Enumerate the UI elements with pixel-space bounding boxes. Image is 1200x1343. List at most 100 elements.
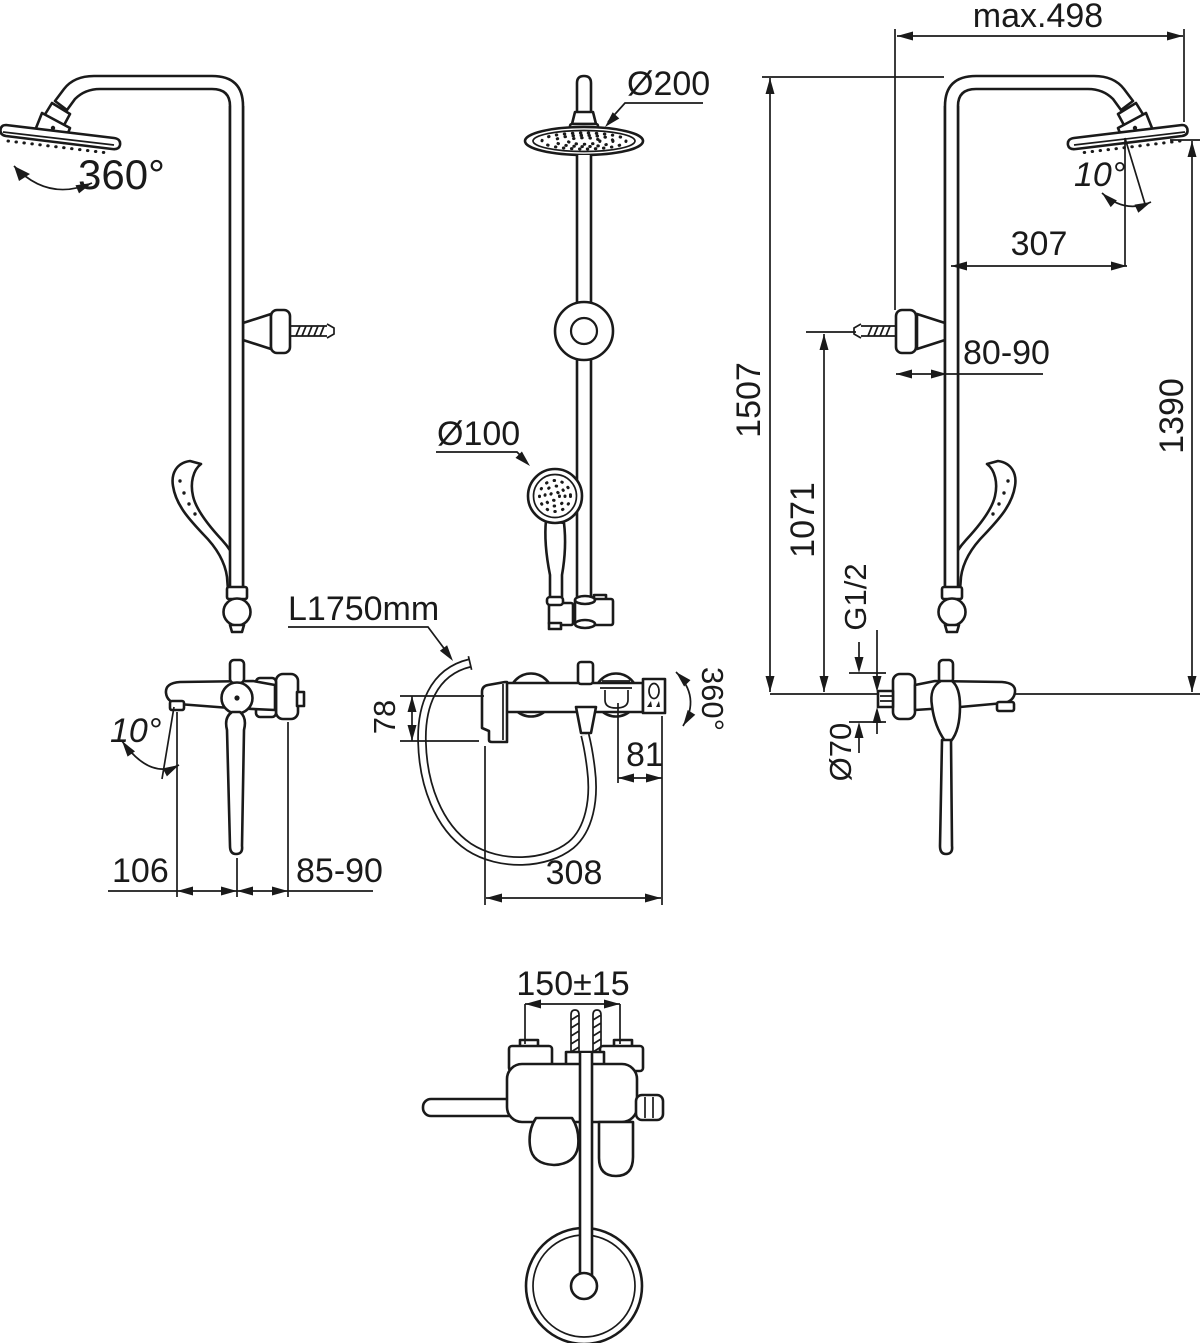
supply-pin-right <box>592 1009 602 1053</box>
dim-head-height-lines <box>1170 139 1200 692</box>
view-mixer-plan: 150±15 <box>421 965 665 1343</box>
anchor-screw <box>861 325 896 337</box>
holder-knob-bottom <box>573 618 597 630</box>
mixer-inlet-stub <box>295 690 306 708</box>
indicator-mark <box>656 701 660 707</box>
diverter-knob-plan <box>634 1093 665 1122</box>
rain-head-nozzles <box>1078 139 1182 155</box>
hand-shower-nozzle-ring <box>549 490 561 502</box>
dim-outlet-offset-lines <box>617 703 663 905</box>
nozzle-dot <box>997 502 1001 506</box>
view-mixer-front: 360° L1750mm 78 81 308 <box>288 590 730 905</box>
bracket-cone <box>915 312 947 351</box>
rain-head-nozzle-ring <box>553 133 615 149</box>
dim-head-offset-label: 307 <box>1011 225 1068 263</box>
tilt-arrow-left <box>1102 193 1117 208</box>
indicator-oval <box>648 682 660 700</box>
view-column-side-right: 10° max.498 1507 <box>730 0 1200 856</box>
bracket-disk <box>269 308 292 355</box>
dim-wall-distance-label: 85-90 <box>296 852 383 890</box>
hose-leader <box>288 626 450 656</box>
handle-lever <box>938 738 954 856</box>
nozzle-dot <box>1002 491 1006 495</box>
dim-thread-label: G1/2 <box>838 563 873 630</box>
dim-total-height-label: 1507 <box>730 362 768 438</box>
dim-spout-swivel-label: 360° <box>695 667 730 731</box>
dim-rosette-lines <box>849 642 886 753</box>
rain-head-rim <box>2 131 115 146</box>
hose-nipple <box>943 623 961 634</box>
handle-top-nub <box>937 658 955 685</box>
hand-shower-handle <box>544 518 567 600</box>
hose-ball-joint <box>937 597 967 627</box>
spout-plan <box>528 1116 580 1167</box>
handle-lever <box>224 710 247 856</box>
tilt-reference-lines <box>1124 137 1146 266</box>
dim-outlet-offset-label: 81 <box>626 736 664 774</box>
stem-fill <box>577 80 591 114</box>
tilt-reference-line <box>161 706 175 780</box>
stem-taper <box>570 110 598 126</box>
rain-head-diameter-label: Ø200 <box>627 65 710 103</box>
bracket-cone <box>241 312 273 351</box>
dim-rosette-label: Ø70 <box>823 723 858 782</box>
bracket-ring-inner <box>569 316 599 346</box>
handle-top-nub <box>576 660 595 686</box>
view-column-side-left: 360° <box>0 74 335 634</box>
dim-bracket-height-label: 1071 <box>784 482 822 558</box>
hand-shower-diameter-label: Ø100 <box>437 415 520 453</box>
nozzle-dot <box>1006 479 1010 483</box>
rain-head-leader-arrow <box>605 112 620 127</box>
mount-screw-dot <box>50 125 56 131</box>
swivel-arrow-right <box>75 183 92 194</box>
rain-head-nozzles <box>6 139 110 155</box>
hand-shower-nozzle-ring <box>538 479 572 513</box>
riser-edges <box>578 1053 594 1278</box>
rain-head-leader <box>607 102 703 123</box>
hose-cone <box>574 705 598 735</box>
riser-edges <box>228 106 245 588</box>
shower-arm-outline <box>53 74 245 590</box>
riser-edges <box>943 106 960 588</box>
hand-shower-end-cap <box>545 595 565 607</box>
outlet-housing-plan <box>597 1120 635 1178</box>
hose-end-cap <box>467 656 473 670</box>
bracket-disk <box>894 308 918 355</box>
dim-body-width-lines <box>484 746 661 905</box>
anchor-screw-tip <box>326 323 335 339</box>
spout-front <box>480 680 509 744</box>
dim-spout-tilt-label: 10° <box>110 712 161 750</box>
dim-hose-length-label: L1750mm <box>288 590 439 628</box>
dim-bracket-height-lines <box>806 331 856 692</box>
rain-head-rim <box>1073 131 1186 146</box>
nozzle-dot <box>178 479 182 483</box>
head-stem <box>575 74 593 114</box>
rain-head-nozzle-ring <box>540 131 628 151</box>
rain-head-side <box>1066 123 1189 151</box>
dimensions-right-view: max.498 1507 1071 1390 307 80-90 G1/2 Ø7… <box>730 0 1200 781</box>
swivel-range-label: 360° <box>78 151 165 198</box>
riser-hub <box>569 1271 599 1301</box>
nozzle-dot <box>991 512 995 516</box>
nozzle-dot <box>187 502 191 506</box>
mixer-body-plan <box>505 1062 639 1124</box>
holder-foot <box>547 621 563 631</box>
supply-pin-left <box>570 1009 580 1053</box>
nozzle-dot <box>193 512 197 516</box>
hose-ball-joint <box>222 597 252 627</box>
riser-edges <box>575 155 593 598</box>
dim-inlet-spacing-label: 150±15 <box>516 965 629 1003</box>
indicator-mark <box>647 701 652 707</box>
handle-escutcheon <box>930 679 962 743</box>
nozzle-dot <box>182 491 186 495</box>
rain-head-rim <box>532 129 636 153</box>
hand-shower-rim <box>532 473 578 519</box>
mixer-wall-rosette <box>274 672 300 721</box>
diverter-knob <box>600 680 632 709</box>
riser-fill <box>577 155 591 598</box>
mixer-wall-rosette <box>891 672 917 721</box>
hand-shower-leader-arrow <box>515 451 530 466</box>
dim-spout-drop-label: 78 <box>367 700 402 734</box>
anchor-screw <box>290 325 327 337</box>
